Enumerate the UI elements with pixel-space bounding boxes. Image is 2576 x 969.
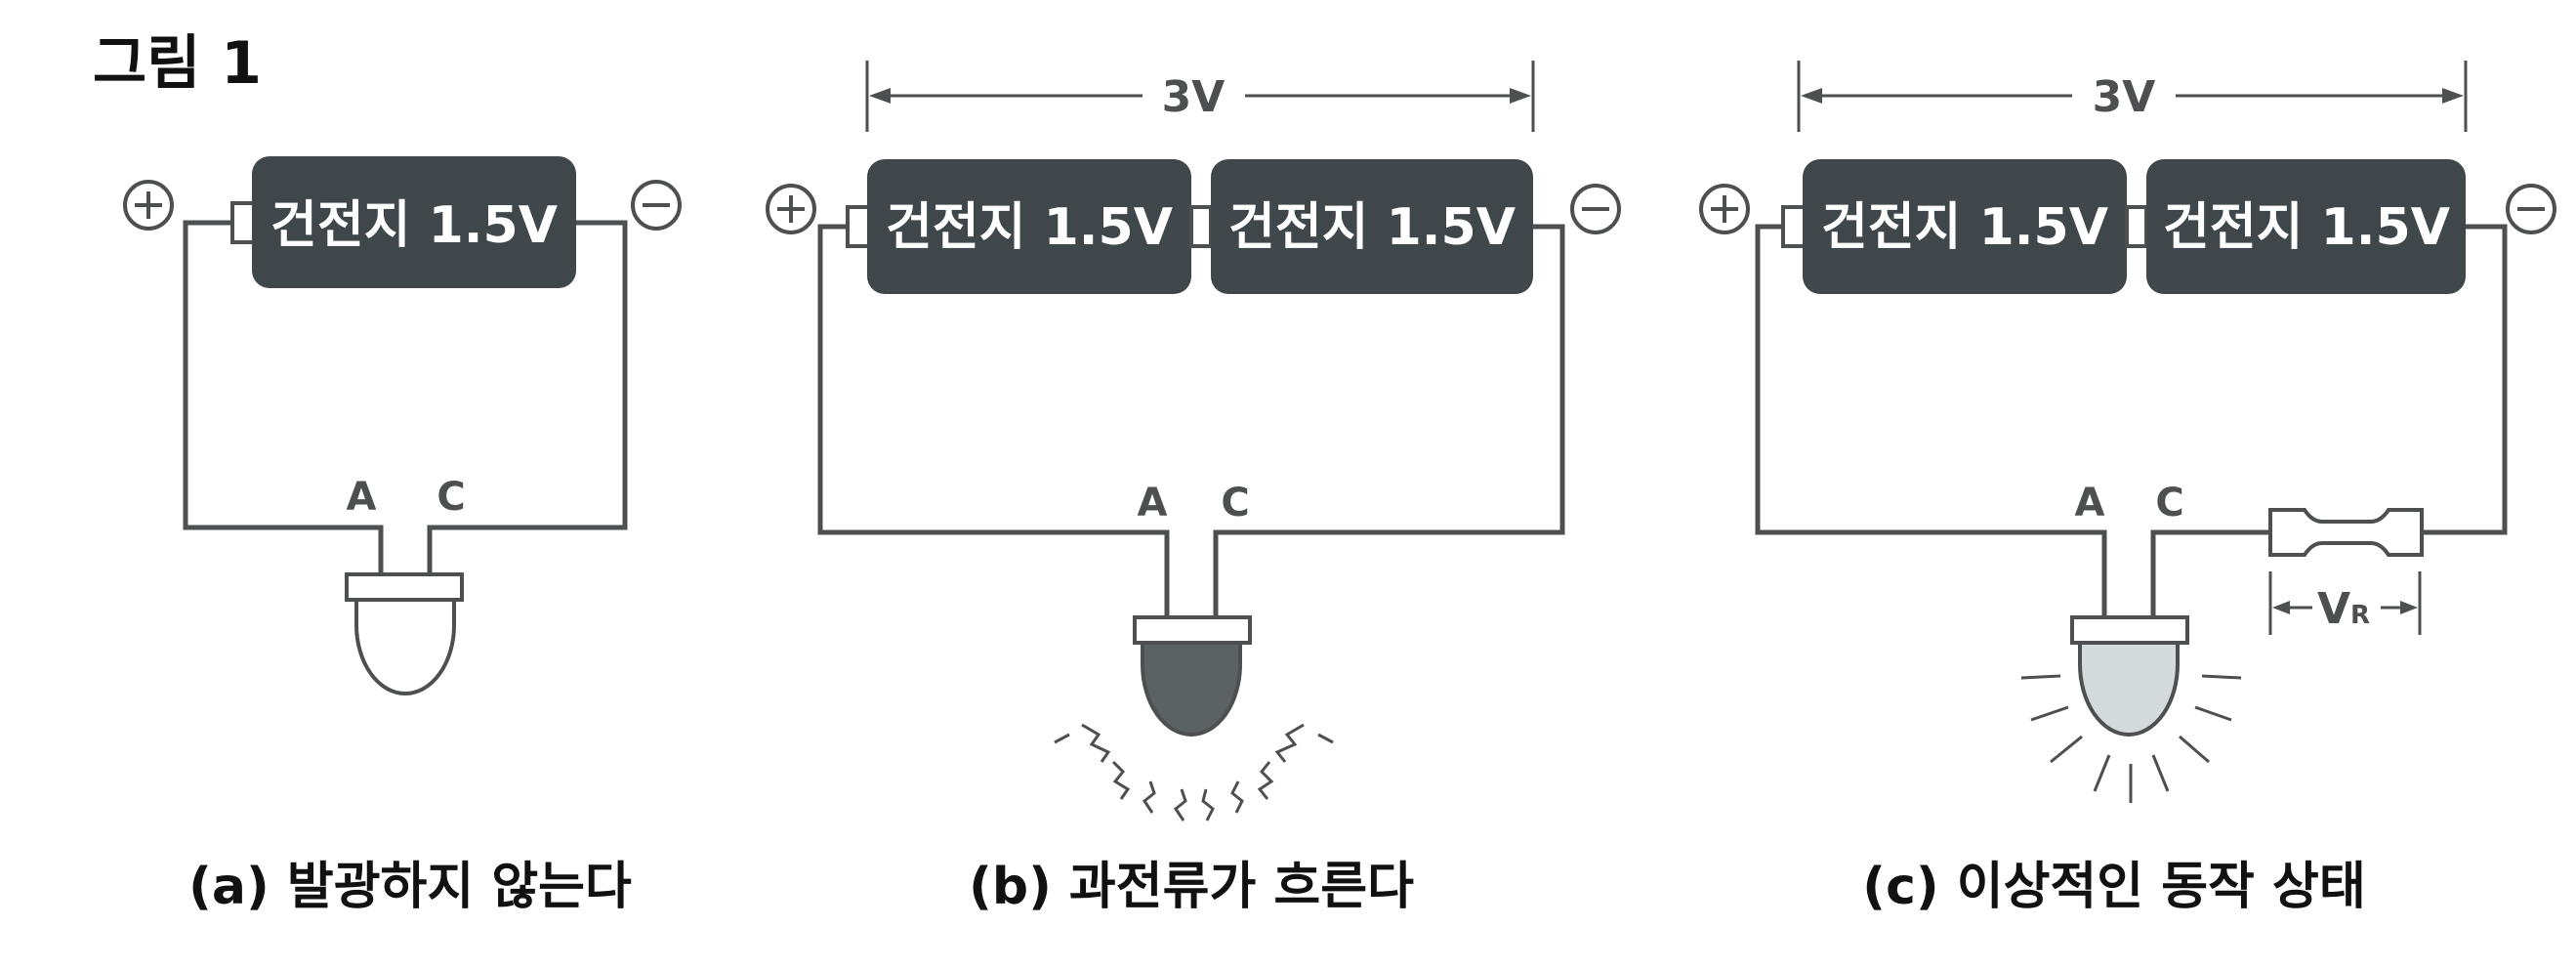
panel-b: 3V 건전지 1.5V 건전지 1.5V A C: [766, 61, 1621, 916]
voltage-label: 3V: [2093, 72, 2156, 122]
battery-link: [1189, 205, 1213, 248]
wire-a: [1755, 224, 2107, 615]
panel-caption: (c) 이상적인 동작 상태: [1862, 858, 2365, 916]
panel-caption: (a) 발광하지 않는다: [188, 858, 632, 916]
wire-a: [817, 224, 1170, 615]
positive-terminal: [846, 205, 871, 248]
positive-terminal: [1781, 205, 1807, 248]
resistor-voltage-sub: R: [2350, 601, 2370, 630]
minus-icon: [1570, 184, 1621, 234]
battery-link: [2125, 205, 2148, 248]
led-overcurrent-icon: [1133, 615, 1252, 737]
positive-terminal: [230, 201, 256, 244]
led-normal-icon: [2070, 615, 2189, 737]
anode-label: A: [2075, 481, 2105, 526]
plus-icon: [1699, 184, 1750, 234]
plus-icon: [766, 184, 816, 234]
battery-1-label: 건전지 1.5V: [886, 198, 1173, 257]
voltage-dimension: 3V: [1797, 61, 2468, 132]
led-off-icon: [345, 557, 464, 695]
anode-label: A: [347, 475, 377, 520]
battery-2: [1211, 159, 1533, 294]
battery-2-label: 건전지 1.5V: [1228, 198, 1516, 257]
anode-label: A: [1138, 481, 1168, 526]
panel-c: 3V 건전지 1.5V 건전지 1.5V A C: [1699, 61, 2556, 916]
wire-c: [427, 220, 628, 557]
wire-return: [2422, 224, 2508, 535]
wire-a: [183, 220, 384, 557]
plus-icon: [123, 180, 174, 231]
battery: [252, 156, 576, 288]
panel-a: 건전지 1.5V A C (a) 발광하지 않는다: [123, 156, 682, 916]
cathode-label: C: [436, 475, 465, 520]
minus-icon: [2506, 184, 2556, 234]
panel-caption: (b) 과전류가 흐른다: [969, 858, 1414, 916]
battery-2: [2146, 159, 2466, 294]
battery-1: [867, 159, 1191, 294]
figure-title: 그림 1: [93, 29, 262, 98]
voltage-dimension: 3V: [865, 61, 1535, 132]
wire-c: [1213, 224, 1565, 615]
battery-2-label: 건전지 1.5V: [2163, 198, 2450, 257]
resistor-voltage-main: V: [2317, 584, 2350, 634]
resistor-voltage-label: VR: [2317, 584, 2370, 634]
battery-1-label: 건전지 1.5V: [1821, 198, 2108, 257]
resistor-icon: [2268, 508, 2424, 557]
spark-rays-icon: [1054, 723, 1334, 822]
resistor-voltage-dimension: VR: [2268, 571, 2422, 635]
light-rays-icon: [2020, 674, 2242, 803]
cathode-label: C: [2155, 481, 2183, 526]
minus-icon: [631, 180, 682, 231]
battery-label: 건전지 1.5V: [270, 196, 558, 255]
battery-1: [1803, 159, 2127, 294]
wire-c: [2150, 529, 2270, 615]
voltage-label: 3V: [1162, 72, 1226, 122]
cathode-label: C: [1221, 481, 1249, 526]
